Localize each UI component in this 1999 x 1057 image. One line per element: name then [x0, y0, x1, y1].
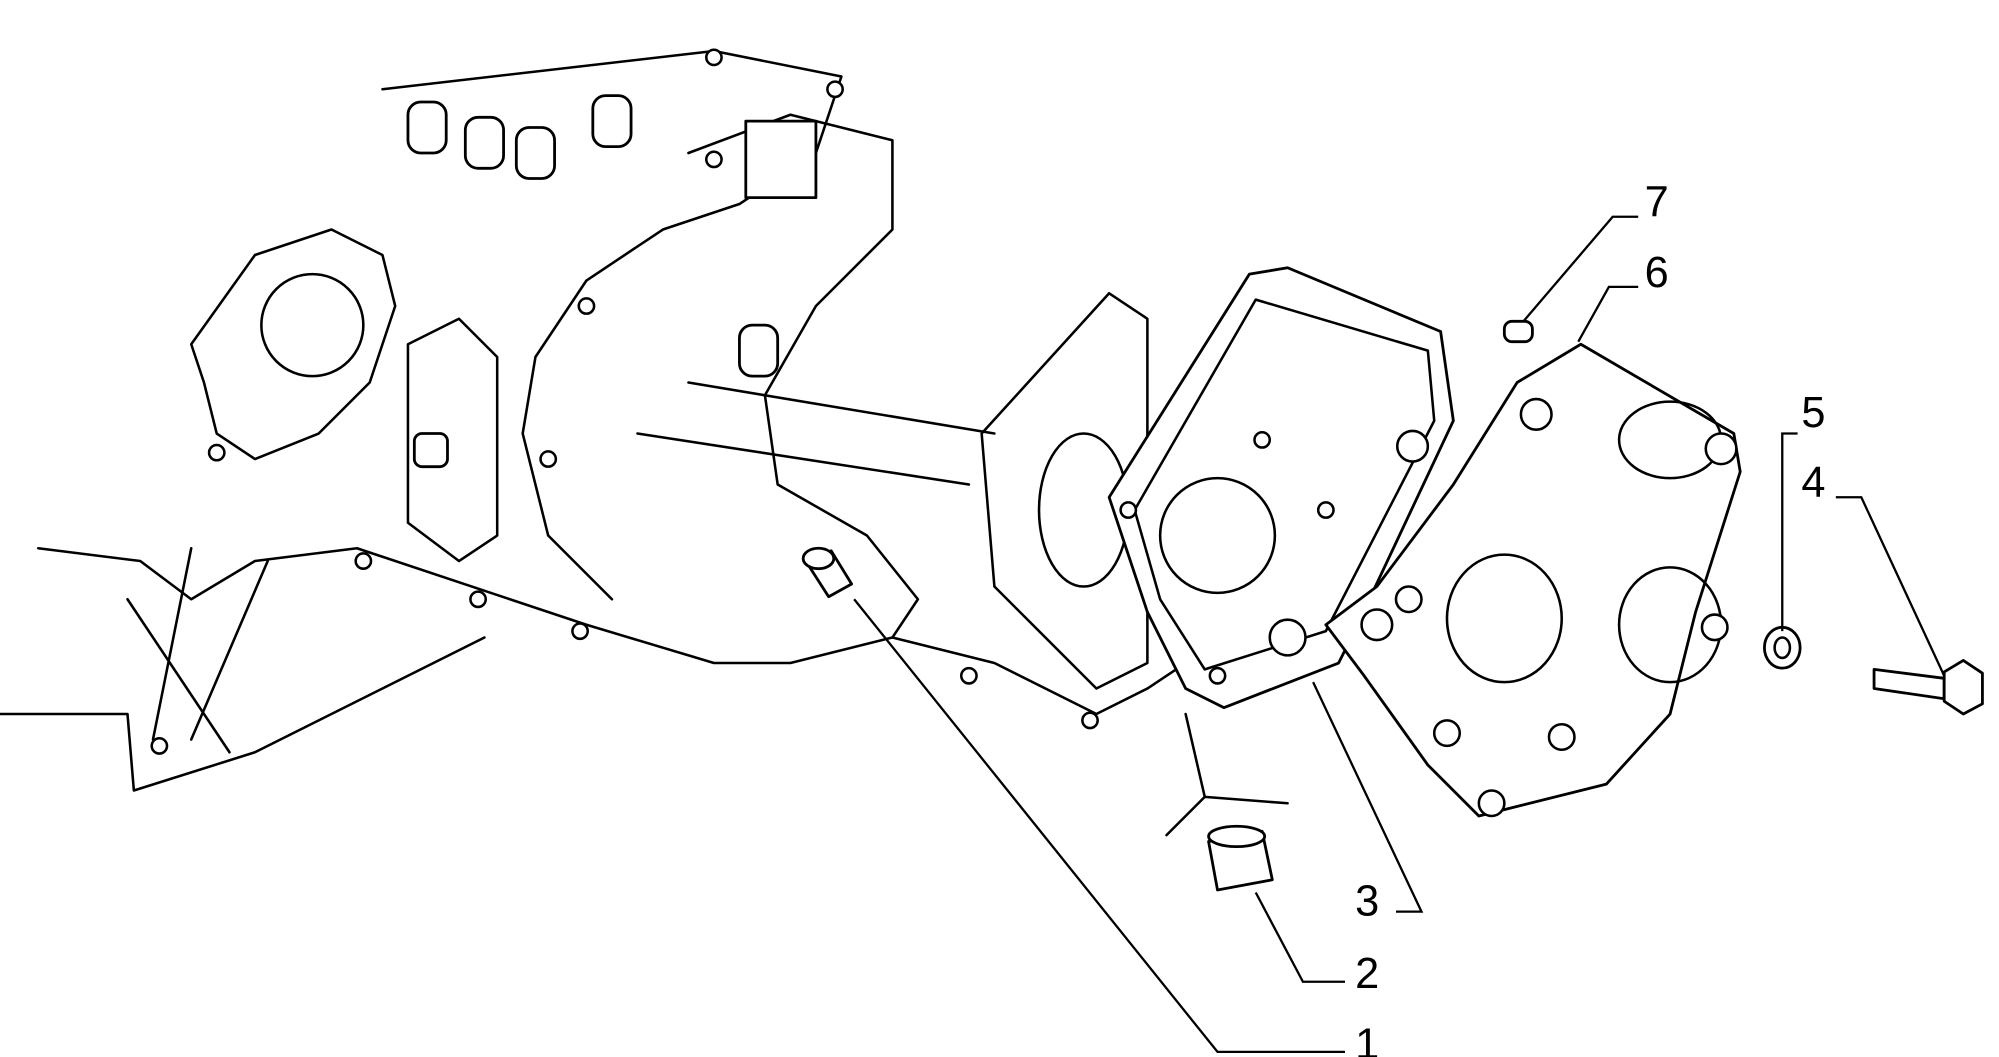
leader-2: [1254, 891, 1345, 983]
callout-3: 3: [1355, 877, 1379, 925]
callout-6: 6: [1645, 249, 1669, 297]
part-2-bush: [1165, 712, 1289, 892]
leader-3: [1312, 681, 1424, 913]
callout-5: 5: [1801, 389, 1825, 437]
housing-bolt-holes: [150, 48, 1099, 755]
leader-lines: [853, 215, 1946, 1054]
part-7-pin: [1502, 319, 1534, 344]
callout-4: 4: [1801, 459, 1825, 507]
part-6-cover: [1324, 342, 1742, 818]
gearbox-housing: [0, 48, 1187, 792]
callout-2: 2: [1355, 950, 1379, 998]
leader-4: [1835, 496, 1946, 677]
leader-5: [1781, 432, 1798, 632]
part-5-washer: [1763, 625, 1802, 670]
leader-7: [1522, 215, 1639, 323]
part-1-screw: [801, 546, 854, 599]
callout-7: 7: [1645, 179, 1669, 227]
callout-1: 1: [1355, 1020, 1379, 1057]
dowel-pins: [406, 94, 818, 469]
leader-6: [1577, 285, 1639, 343]
leader-1: [853, 598, 1345, 1054]
part-4-bolt: [1872, 659, 1984, 716]
